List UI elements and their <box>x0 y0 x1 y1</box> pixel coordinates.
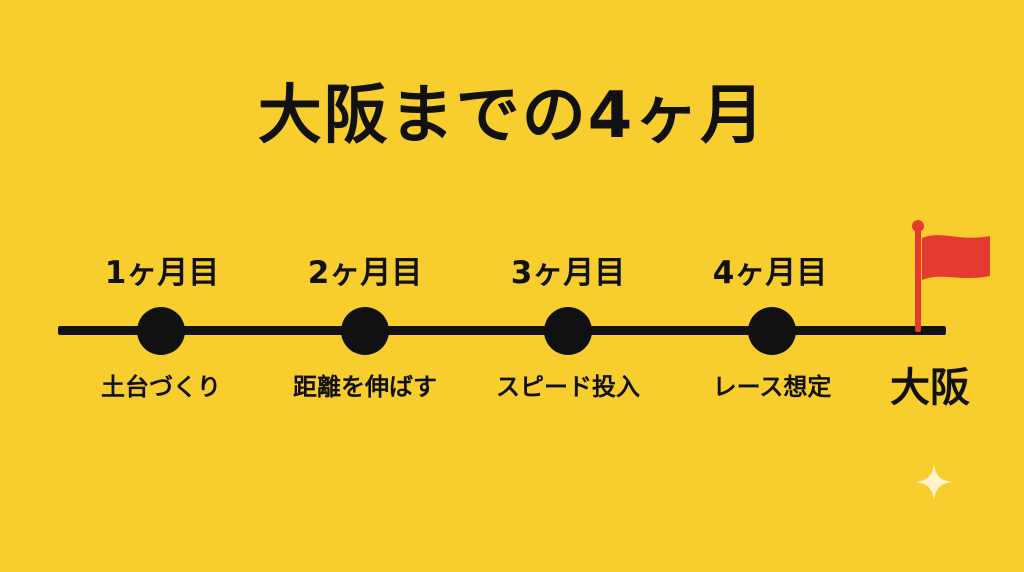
goal-flag-icon <box>912 220 990 332</box>
milestone-1-phase: 土台づくり <box>101 373 221 401</box>
milestone-2-phase: 距離を伸ばす <box>293 373 437 401</box>
milestone-4-phase: レース想定 <box>712 373 832 401</box>
milestone-3-month: 3ヶ月目 <box>510 255 626 291</box>
timeline-line <box>58 326 946 335</box>
milestone-1-month: 1ヶ月目 <box>104 255 220 291</box>
milestone-4-month: 4ヶ月目 <box>712 255 828 291</box>
milestone-4-dot <box>748 307 796 355</box>
milestone-3-dot <box>544 307 592 355</box>
milestone-2-dot <box>341 307 389 355</box>
milestone-2-month: 2ヶ月目 <box>307 255 423 291</box>
goal-label: 大阪 <box>890 365 970 411</box>
page-title: 大阪までの4ヶ月 <box>257 79 767 153</box>
sparkle-icon <box>916 464 952 500</box>
milestone-3-phase: スピード投入 <box>496 373 640 401</box>
milestone-1-dot <box>137 307 185 355</box>
